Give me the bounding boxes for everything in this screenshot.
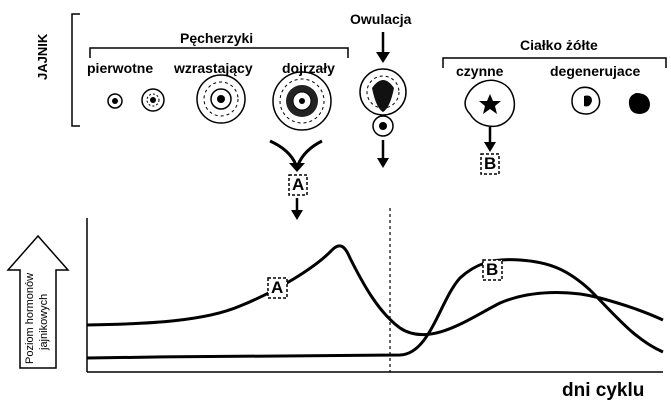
active-corpus-luteum-icon (465, 80, 514, 126)
ovulating-follicle-icon (360, 69, 406, 136)
corpus-luteum-title: Ciałko żółte (520, 37, 598, 53)
growing-follicle-label: wzrastający (174, 60, 253, 76)
ovulation-label: Owulacja (350, 11, 411, 27)
ovary-bracket (72, 14, 80, 126)
mature-follicle-label: dojrzały (282, 60, 335, 76)
hormone-b-curve (87, 260, 663, 358)
marker-a-chart-label: A (271, 278, 283, 298)
degenerating-corpus-luteum-label: degenerujace (550, 63, 640, 79)
follicles-title: Pęcherzyki (180, 30, 253, 46)
degenerating-corpus-luteum-icon (572, 87, 600, 114)
marker-b-top-label: B (484, 154, 496, 174)
follicles-bracket (90, 48, 348, 58)
mature-follicle-icon (273, 72, 331, 130)
marker-b-chart-label: B (486, 260, 498, 280)
x-axis-label: dni cyklu (562, 380, 644, 402)
ovary-label: JAJNIK (35, 34, 50, 80)
y-axis-label-line2: jajnikowych (38, 294, 50, 350)
hormone-a-curve (87, 246, 663, 335)
growing-follicle-icon (197, 75, 245, 123)
active-corpus-luteum-label: czynne (456, 63, 503, 79)
marker-a-top-label: A (292, 175, 304, 195)
corpus-albicans-icon (629, 93, 650, 114)
y-axis-label-line1: Poziom hormonów (24, 273, 36, 364)
primary-follicle-icon (142, 89, 164, 111)
primary-follicle-icon (108, 94, 122, 108)
primary-follicle-label: pierwotne (87, 60, 153, 76)
